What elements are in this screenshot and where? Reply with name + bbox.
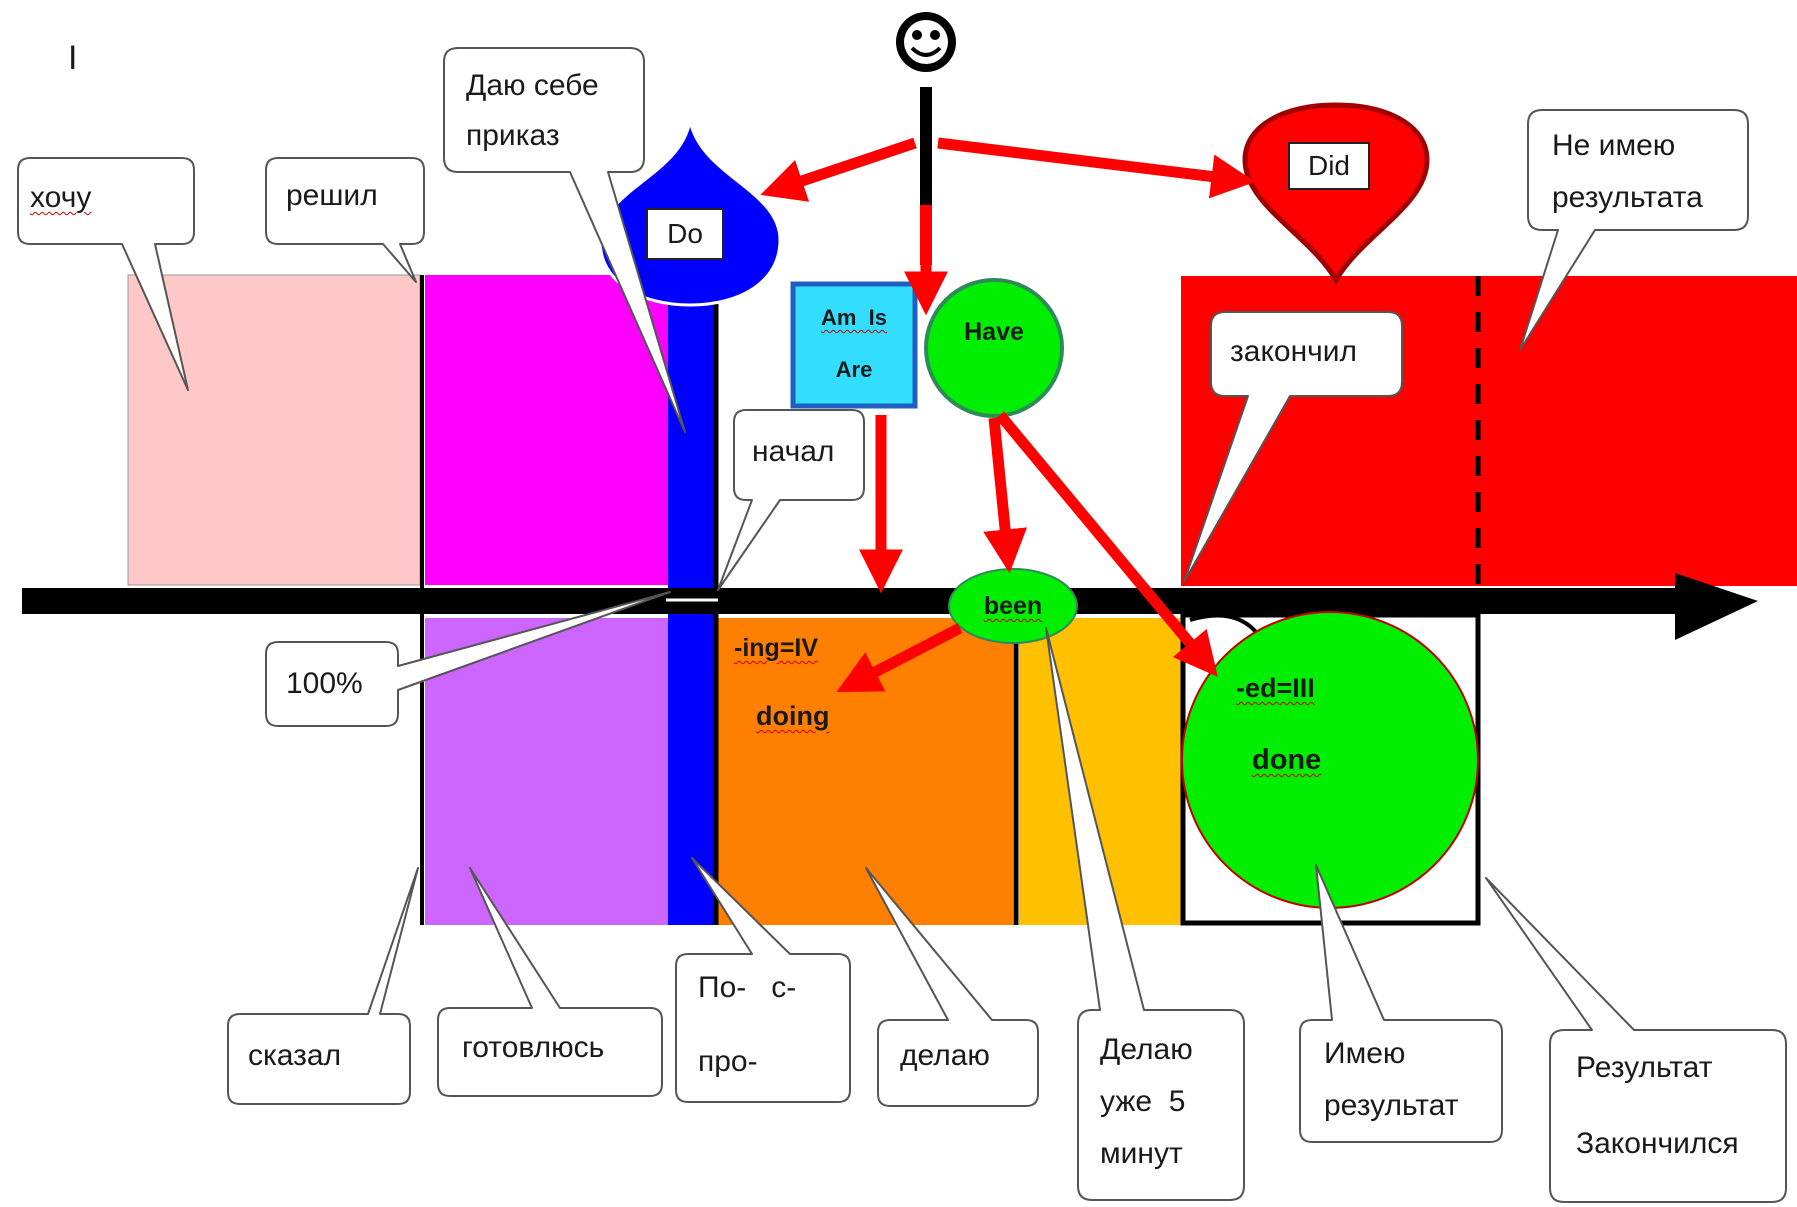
callout-result-ended-line1: Результат xyxy=(1576,1051,1713,1084)
arrow-to-do xyxy=(760,137,917,202)
preparing-zone-block xyxy=(425,618,668,925)
am-is-label: Am Is xyxy=(820,305,888,330)
callout-percent xyxy=(265,591,671,727)
callout-five-min-line2: уже 5 xyxy=(1100,1085,1186,1118)
done-circle xyxy=(1181,611,1479,909)
callout-have-result xyxy=(1299,864,1503,1143)
did-pin-shape xyxy=(1242,102,1430,285)
callout-finished-text: закончил xyxy=(1230,335,1358,368)
callout-no-result-line1: Не имею xyxy=(1552,129,1676,162)
callout-five-min-line3: минут xyxy=(1100,1137,1183,1170)
doing-word: doing xyxy=(756,701,830,731)
callout-order-line1: Даю себе xyxy=(466,69,599,102)
callout-process-line2: про- xyxy=(698,1045,758,1078)
callout-have-result-line1: Имею xyxy=(1324,1037,1406,1070)
want-zone-block xyxy=(127,274,421,586)
callout-preparing-text: готовлюсь xyxy=(462,1031,605,1064)
callout-process xyxy=(675,857,851,1103)
done-word: done xyxy=(1252,744,1322,776)
did-label: Did xyxy=(1288,142,1370,190)
callout-finished xyxy=(1183,311,1403,583)
red-arrows xyxy=(760,137,1256,693)
callout-process-line1: По- с- xyxy=(698,971,797,1004)
are-label: Are xyxy=(835,357,873,382)
cursor-mark: I xyxy=(68,39,78,77)
callout-result-ended-line2: Закончился xyxy=(1576,1127,1739,1160)
callout-no-result xyxy=(1519,109,1749,351)
callout-have-result-line2: результат xyxy=(1324,1089,1459,1122)
ed-form-label: -ed=III xyxy=(1236,673,1315,703)
callout-result-ended xyxy=(1485,877,1787,1203)
callout-order-line2: приказ xyxy=(466,119,560,152)
callout-said-text: сказал xyxy=(248,1039,342,1072)
timeline-axis xyxy=(22,588,1678,614)
been-label: been xyxy=(983,592,1043,620)
callout-percent-text: 100% xyxy=(286,667,363,700)
have-circle xyxy=(924,278,1064,418)
callout-want xyxy=(17,157,195,391)
smiley-face-icon xyxy=(896,12,956,72)
ing-form-label: -ing=IV xyxy=(734,634,819,662)
callout-started-text: начал xyxy=(752,435,835,468)
callout-decided-text: решил xyxy=(286,179,378,212)
timeline-arrowhead xyxy=(1675,573,1758,640)
arrow-to-did xyxy=(937,137,1256,199)
callout-five-min-line1: Делаю xyxy=(1100,1033,1193,1066)
arrow-been-to-doing xyxy=(836,623,963,693)
callout-five-min xyxy=(1045,627,1245,1201)
do-label: Do xyxy=(646,208,724,260)
callout-preparing xyxy=(437,867,663,1097)
have-label: Have xyxy=(964,318,1024,346)
callout-doing-text: делаю xyxy=(900,1039,990,1072)
callout-decided xyxy=(265,157,425,283)
callout-want-text: хочу xyxy=(30,181,92,214)
callout-order xyxy=(443,47,686,433)
callout-said xyxy=(227,867,419,1105)
arrow-have-to-done xyxy=(995,411,1218,677)
callout-doing xyxy=(865,867,1039,1107)
am-is-are-box xyxy=(790,281,918,409)
callout-started xyxy=(717,409,865,591)
arrow-have-to-been xyxy=(983,417,1028,574)
decided-zone-block xyxy=(425,275,668,585)
callout-no-result-line2: результата xyxy=(1552,181,1703,214)
